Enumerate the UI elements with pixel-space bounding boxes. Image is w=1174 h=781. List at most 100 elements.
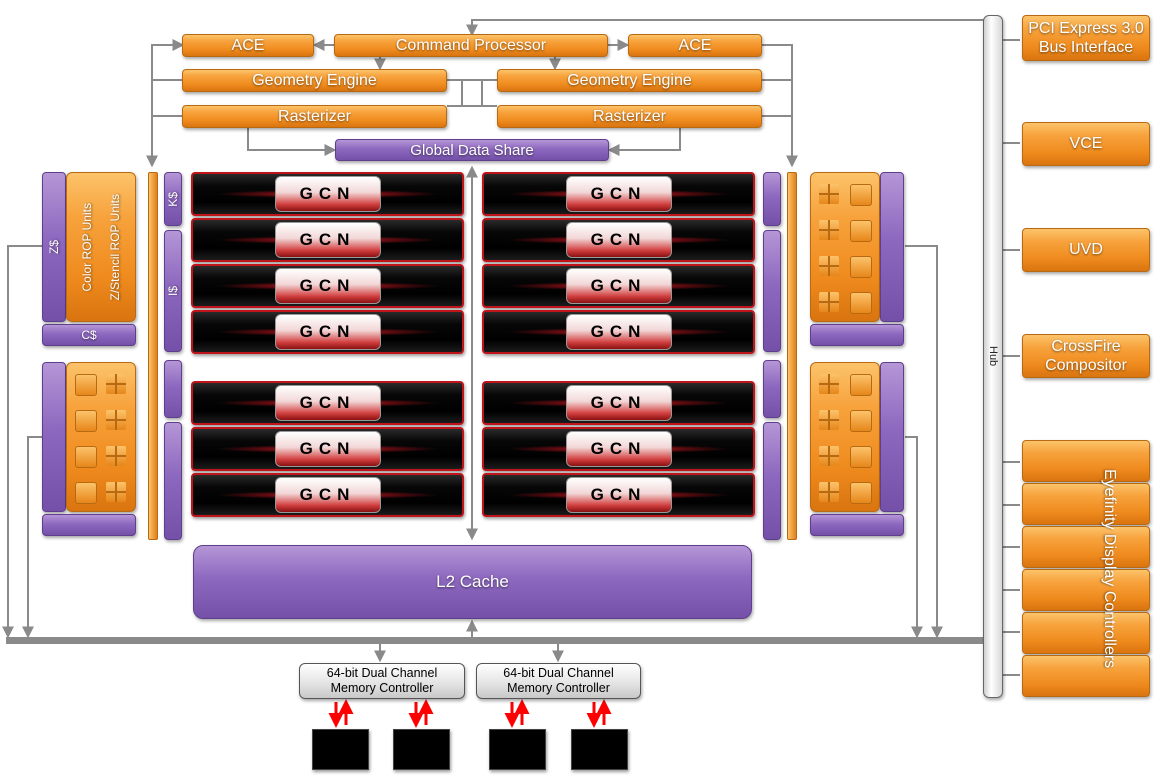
- dram-chip-2: [393, 729, 450, 770]
- rop-quad-cell: [819, 292, 839, 312]
- l2-cache-block: L2 Cache: [193, 545, 752, 619]
- gcn-compute-unit: GCN: [191, 473, 464, 517]
- gcn-badge: GCN: [565, 314, 672, 350]
- vce-label: VCE: [1069, 135, 1103, 152]
- gcn-compute-unit: GCN: [191, 310, 464, 354]
- k-cache-left-lower: [164, 360, 182, 418]
- rop-units-left-upper: Color ROP Units Z/Stencil ROP Units: [66, 172, 136, 322]
- z-cache-right: [880, 172, 904, 322]
- i-cache-left-lower: [164, 422, 182, 540]
- gcn-badge: GCN: [274, 477, 381, 513]
- rop-solid-cell: [850, 184, 872, 206]
- command-processor-block: Command Processor: [334, 34, 608, 57]
- rop-quad-cell: [819, 482, 839, 502]
- gcn-compute-unit: GCN: [191, 264, 464, 308]
- rop-quad-cell: [819, 374, 839, 394]
- c-cache-left-lower: [42, 514, 136, 536]
- global-data-share-label: Global Data Share: [410, 141, 534, 159]
- rop-quad-cell: [819, 220, 839, 240]
- gcn-compute-unit: GCN: [482, 218, 755, 262]
- ace-right-block: ACE: [628, 34, 762, 57]
- pci-express-label: PCI Express 3.0 Bus Interface: [1028, 20, 1144, 56]
- eyefinity-display-controller: [1022, 655, 1150, 697]
- gcn-badge: GCN: [274, 268, 381, 304]
- gcn-badge: GCN: [565, 176, 672, 212]
- crossfire-label: CrossFire Compositor: [1045, 338, 1127, 374]
- k-cache-right-lower: [763, 360, 781, 418]
- rop-quad-cell: [106, 482, 126, 502]
- right-orange-bus-strip: [787, 172, 797, 540]
- gcn-badge: GCN: [565, 268, 672, 304]
- rop-quad-cell: [819, 410, 839, 430]
- eyefinity-display-controller: [1022, 612, 1150, 654]
- ace-left-label: ACE: [231, 36, 265, 54]
- z-cache-left: Z$: [42, 172, 66, 322]
- rop-solid-cell: [850, 374, 872, 396]
- memory-controller-left-line2: Memory Controller: [330, 681, 434, 695]
- pci-express-interface: PCI Express 3.0 Bus Interface: [1022, 15, 1150, 61]
- left-orange-bus-strip: [148, 172, 158, 540]
- rop-quad-cell: [819, 184, 839, 204]
- rop-solid-cell: [850, 410, 872, 432]
- global-data-share-block: Global Data Share: [335, 139, 609, 161]
- gcn-badge: GCN: [274, 222, 381, 258]
- gcn-badge: GCN: [565, 222, 672, 258]
- rop-solid-cell: [850, 220, 872, 242]
- c-cache-right-lower: [810, 514, 904, 536]
- gcn-compute-unit: GCN: [191, 172, 464, 216]
- gcn-compute-unit: GCN: [482, 264, 755, 308]
- rop-quad-cell: [106, 410, 126, 430]
- l2-cache-label: L2 Cache: [436, 572, 509, 591]
- command-processor-label: Command Processor: [395, 36, 547, 54]
- geometry-engine-left-label: Geometry Engine: [252, 71, 377, 89]
- eyefinity-display-controller: [1022, 526, 1150, 568]
- gcn-compute-unit: GCN: [191, 218, 464, 262]
- memory-controller-right-line1: 64-bit Dual Channel: [503, 666, 614, 680]
- memory-controller-right: 64-bit Dual Channel Memory Controller: [476, 663, 641, 699]
- i-cache-left-label: I$: [166, 285, 180, 296]
- gcn-badge: GCN: [274, 385, 381, 421]
- dram-chip-3: [489, 729, 546, 770]
- rop-quad-cell: [106, 374, 126, 394]
- rasterizer-right-label: Rasterizer: [593, 107, 666, 125]
- rasterizer-left-label: Rasterizer: [278, 107, 351, 125]
- gcn-compute-unit: GCN: [482, 381, 755, 425]
- c-cache-left: C$: [42, 324, 136, 346]
- gcn-badge: GCN: [565, 431, 672, 467]
- gcn-badge: GCN: [274, 176, 381, 212]
- eyefinity-display-controller: [1022, 483, 1150, 525]
- vce-block: VCE: [1022, 122, 1150, 166]
- gcn-compute-unit: GCN: [191, 427, 464, 471]
- ace-left-block: ACE: [182, 34, 314, 57]
- gcn-badge: GCN: [274, 314, 381, 350]
- eyefinity-display-controller: [1022, 440, 1150, 482]
- uvd-block: UVD: [1022, 228, 1150, 272]
- hub-bar: Hub: [983, 15, 1003, 698]
- rasterizer-left-block: Rasterizer: [182, 105, 447, 128]
- z-stencil-rop-units-label: Z/Stencil ROP Units: [108, 193, 122, 301]
- c-cache-label: C$: [81, 328, 97, 342]
- rop-solid-cell: [75, 482, 97, 504]
- gcn-compute-unit: GCN: [482, 473, 755, 517]
- c-cache-right: [810, 324, 904, 346]
- rop-quad-cell: [819, 256, 839, 276]
- geometry-engine-right-block: Geometry Engine: [497, 69, 762, 92]
- rop-solid-cell: [75, 374, 97, 396]
- k-cache-left-label: K$: [166, 191, 180, 207]
- memory-controller-left-line1: 64-bit Dual Channel: [326, 666, 438, 680]
- geometry-engine-right-label: Geometry Engine: [567, 71, 692, 89]
- gcn-badge: GCN: [565, 385, 672, 421]
- dram-chip-4: [571, 729, 628, 770]
- z-cache-left-lower: [42, 362, 66, 512]
- rop-solid-cell: [75, 410, 97, 432]
- k-cache-right: [763, 172, 781, 226]
- gcn-badge: GCN: [274, 431, 381, 467]
- geometry-engine-left-block: Geometry Engine: [182, 69, 447, 92]
- rop-solid-cell: [850, 446, 872, 468]
- rop-solid-cell: [850, 482, 872, 504]
- rop-solid-cell: [850, 292, 872, 314]
- uvd-label: UVD: [1069, 241, 1103, 258]
- gcn-compute-unit: GCN: [482, 427, 755, 471]
- i-cache-right: [763, 230, 781, 352]
